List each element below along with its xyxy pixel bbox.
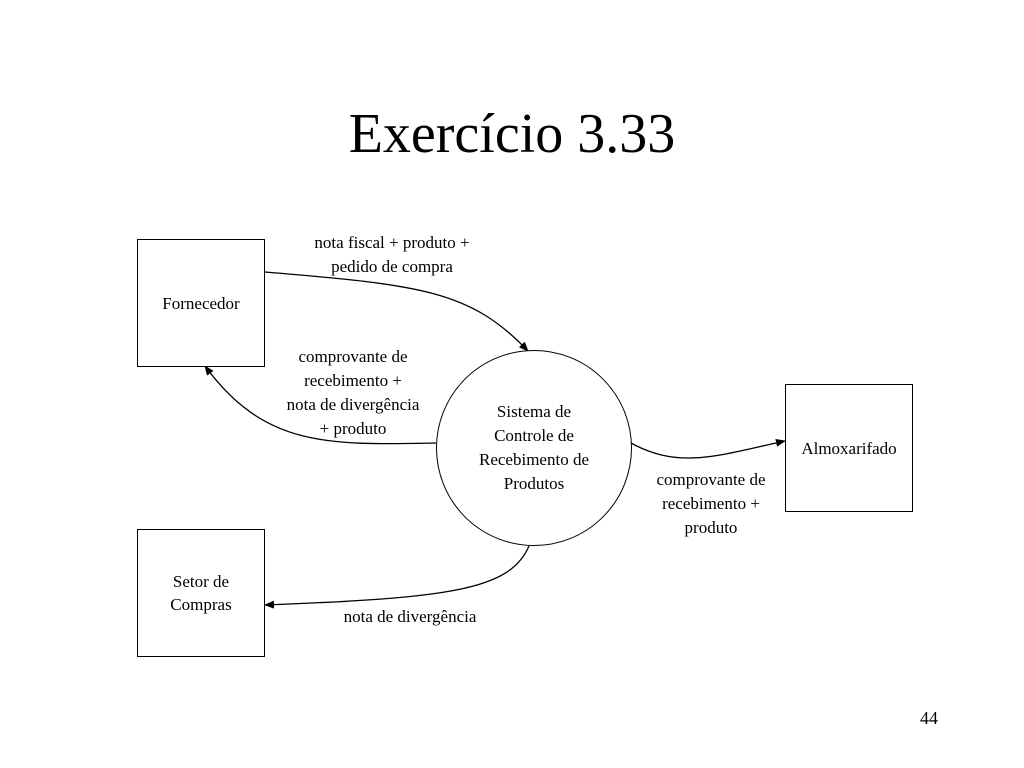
process-label: Sistema de Controle de Recebimento de Pr… (479, 402, 589, 493)
flow-arrow-process-to-setor-compras (264, 545, 530, 609)
entity-setor-compras: Setor de Compras (137, 529, 265, 657)
entity-fornecedor: Fornecedor (137, 239, 265, 367)
entity-setor-compras-label: Setor de Compras (170, 572, 232, 614)
flow-arrow-process-to-almoxarifado (630, 438, 786, 459)
slide-title: Exercício 3.33 (348, 103, 676, 165)
entity-almoxarifado: Almoxarifado (785, 384, 913, 512)
process-circle: Sistema de Controle de Recebimento de Pr… (436, 350, 632, 546)
entity-almoxarifado-label: Almoxarifado (801, 438, 897, 458)
flow-arrow-process-to-fornecedor (204, 365, 437, 445)
entity-fornecedor-label: Fornecedor (162, 293, 240, 313)
flow-label-process-to-almoxarifado: comprovante de recebimento + produto (656, 470, 766, 537)
flow-label-fornecedor-to-process: nota fiscal + produto + pedido de compra (314, 233, 470, 276)
flow-label-process-to-fornecedor: comprovante de recebimento + nota de div… (286, 347, 420, 438)
flow-label-process-to-setor-compras: nota de divergência (343, 607, 477, 626)
page-number: 44 (920, 708, 938, 728)
flow-arrow-fornecedor-to-process (264, 271, 529, 352)
